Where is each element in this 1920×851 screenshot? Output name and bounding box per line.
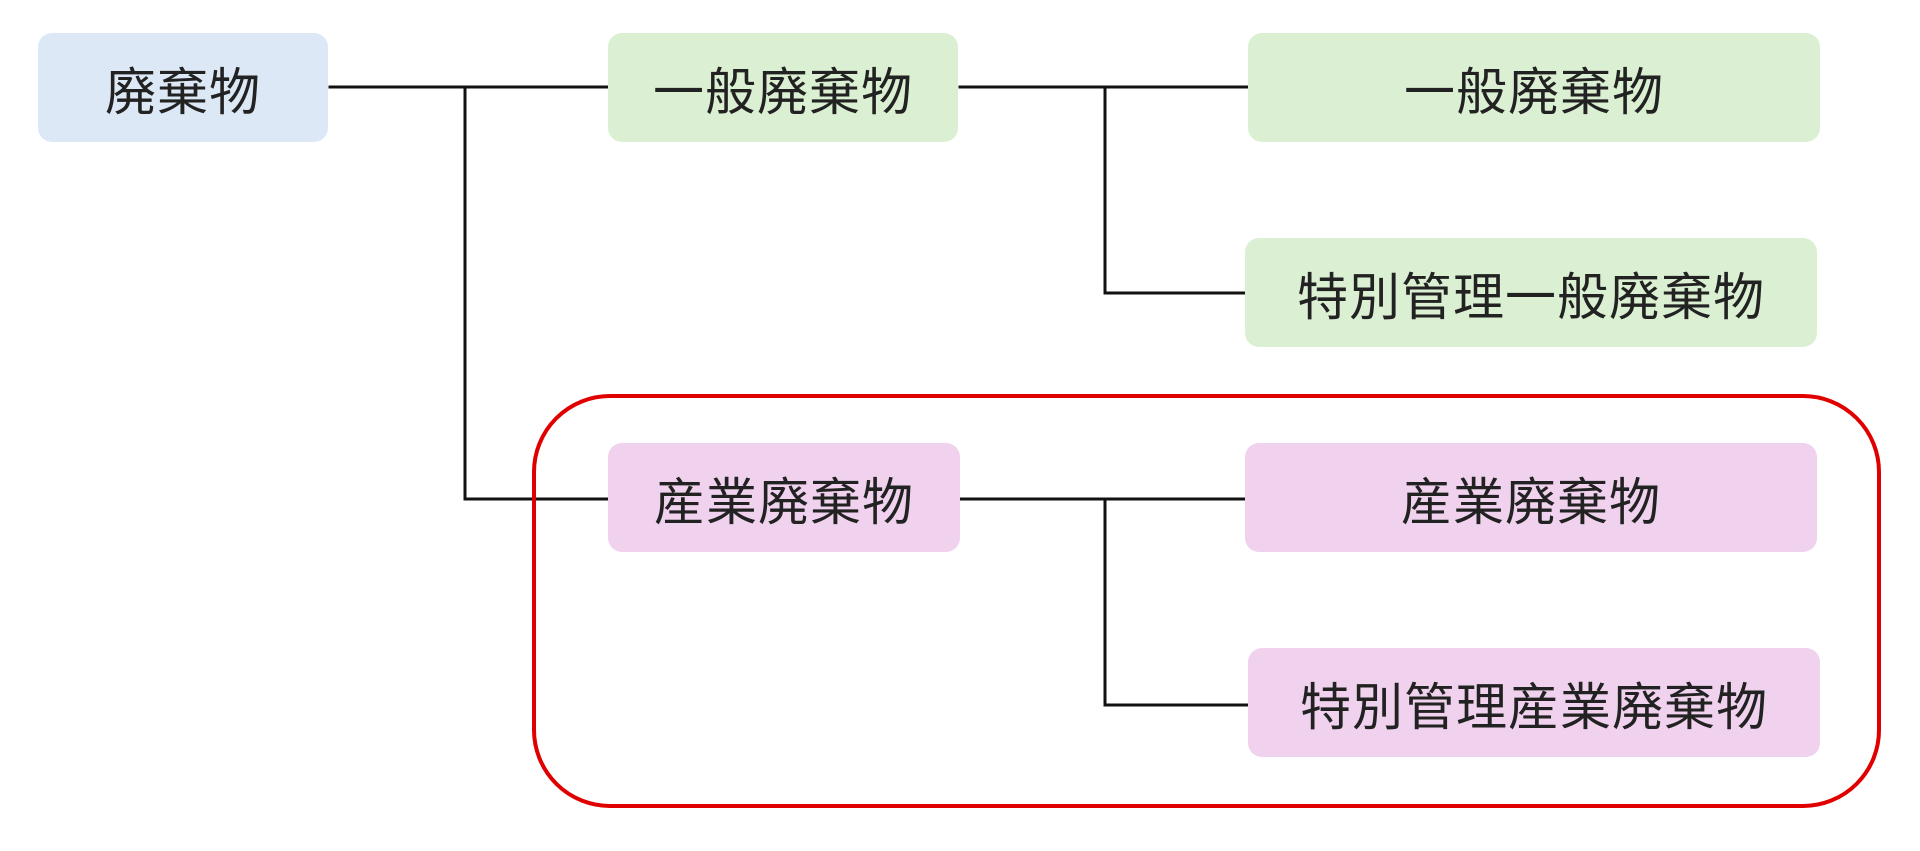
node-special-general-waste: 特別管理一般廃棄物 [1245,238,1817,347]
node-waste: 廃棄物 [38,33,328,142]
node-special-industrial-waste: 特別管理産業廃棄物 [1248,648,1820,757]
node-industrial-waste: 産業廃棄物 [608,443,960,552]
industrial-waste-highlight-frame [532,394,1881,808]
node-industrial-waste-sub: 産業廃棄物 [1245,443,1817,552]
node-general-waste: 一般廃棄物 [608,33,958,142]
node-general-waste-sub: 一般廃棄物 [1248,33,1820,142]
